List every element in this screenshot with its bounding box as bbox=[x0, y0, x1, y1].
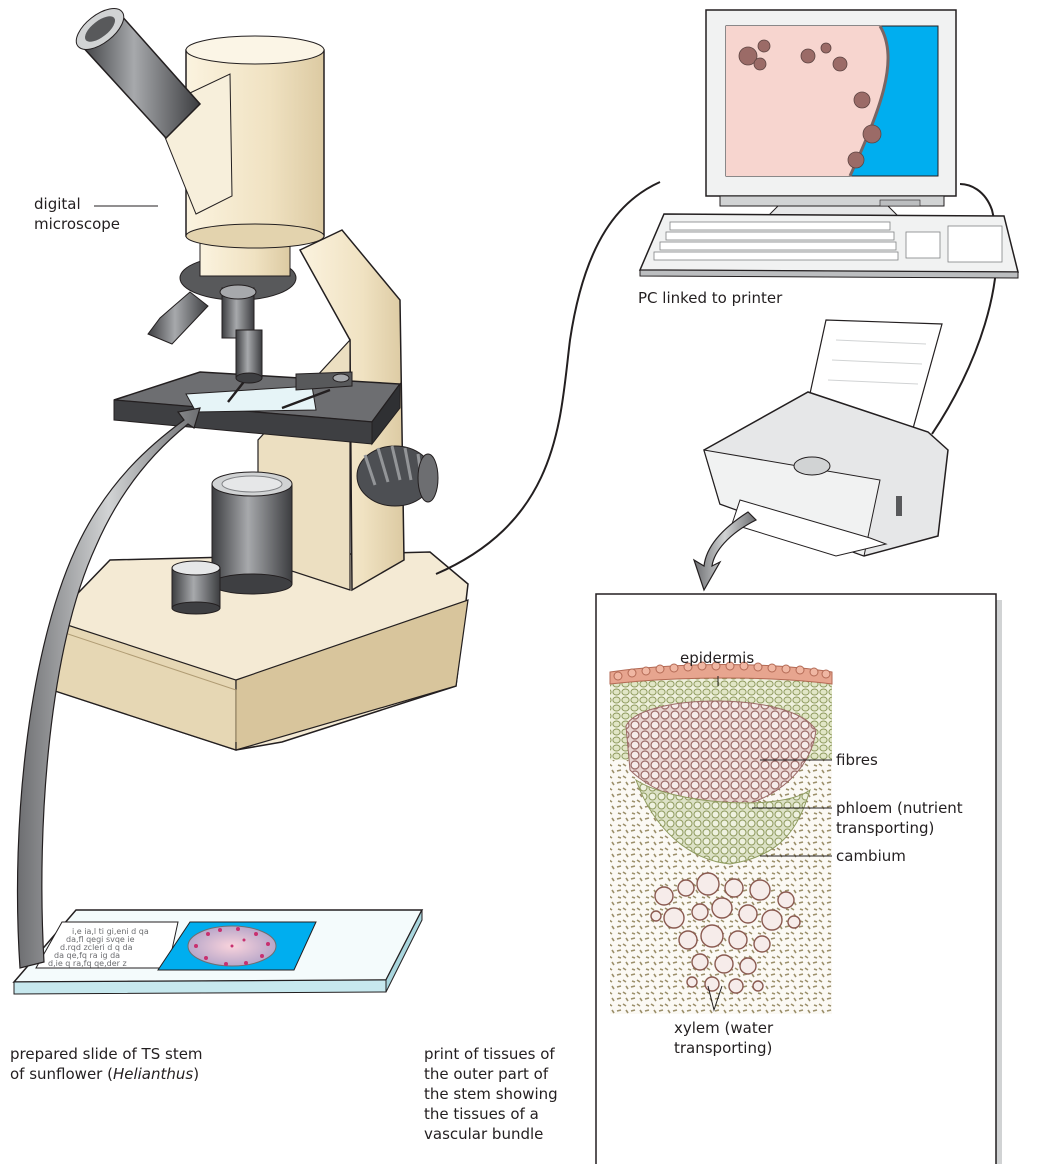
cable-microscope bbox=[436, 182, 660, 574]
microscope-stage bbox=[114, 372, 400, 444]
focus-knob bbox=[357, 446, 438, 506]
label-xylem-1: xylem (water bbox=[674, 1018, 773, 1038]
label-cambium: cambium bbox=[836, 846, 906, 866]
label-phloem-2: transporting) bbox=[836, 818, 934, 838]
lamp bbox=[172, 472, 292, 614]
label-slide-2a: of sunflower ( bbox=[10, 1065, 113, 1083]
printout bbox=[596, 594, 1002, 1164]
label-epidermis: epidermis bbox=[680, 648, 754, 668]
keyboard bbox=[640, 214, 1018, 278]
label-print-3: the stem showing bbox=[424, 1084, 558, 1104]
label-pc: PC linked to printer bbox=[638, 288, 782, 308]
label-print-2: the outer part of bbox=[424, 1064, 548, 1084]
label-print-4: the tissues of a bbox=[424, 1104, 539, 1124]
svg-text:d,ie q ra,fq qe,der z: d,ie q ra,fq qe,der z bbox=[48, 959, 127, 968]
label-slide-genus: Helianthus bbox=[113, 1065, 193, 1083]
label-print-1: print of tissues of bbox=[424, 1044, 555, 1064]
label-fibres: fibres bbox=[836, 750, 878, 770]
label-phloem-1: phloem (nutrient bbox=[836, 798, 963, 818]
label-slide-1: prepared slide of TS stem bbox=[10, 1044, 203, 1064]
pc-monitor bbox=[706, 10, 956, 216]
label-xylem-2: transporting) bbox=[674, 1038, 772, 1058]
microscope bbox=[52, 1, 468, 750]
label-digital-microscope-2: microscope bbox=[34, 214, 120, 234]
label-digital-microscope-1: digital bbox=[34, 194, 81, 214]
label-print-5: vascular bundle bbox=[424, 1124, 543, 1144]
label-slide-2c: ) bbox=[193, 1065, 199, 1083]
microscope-body-tube bbox=[154, 36, 324, 276]
arrow-printer-to-print bbox=[694, 512, 756, 590]
eyepiece bbox=[69, 1, 200, 138]
label-slide-2: of sunflower (Helianthus) bbox=[10, 1064, 199, 1084]
